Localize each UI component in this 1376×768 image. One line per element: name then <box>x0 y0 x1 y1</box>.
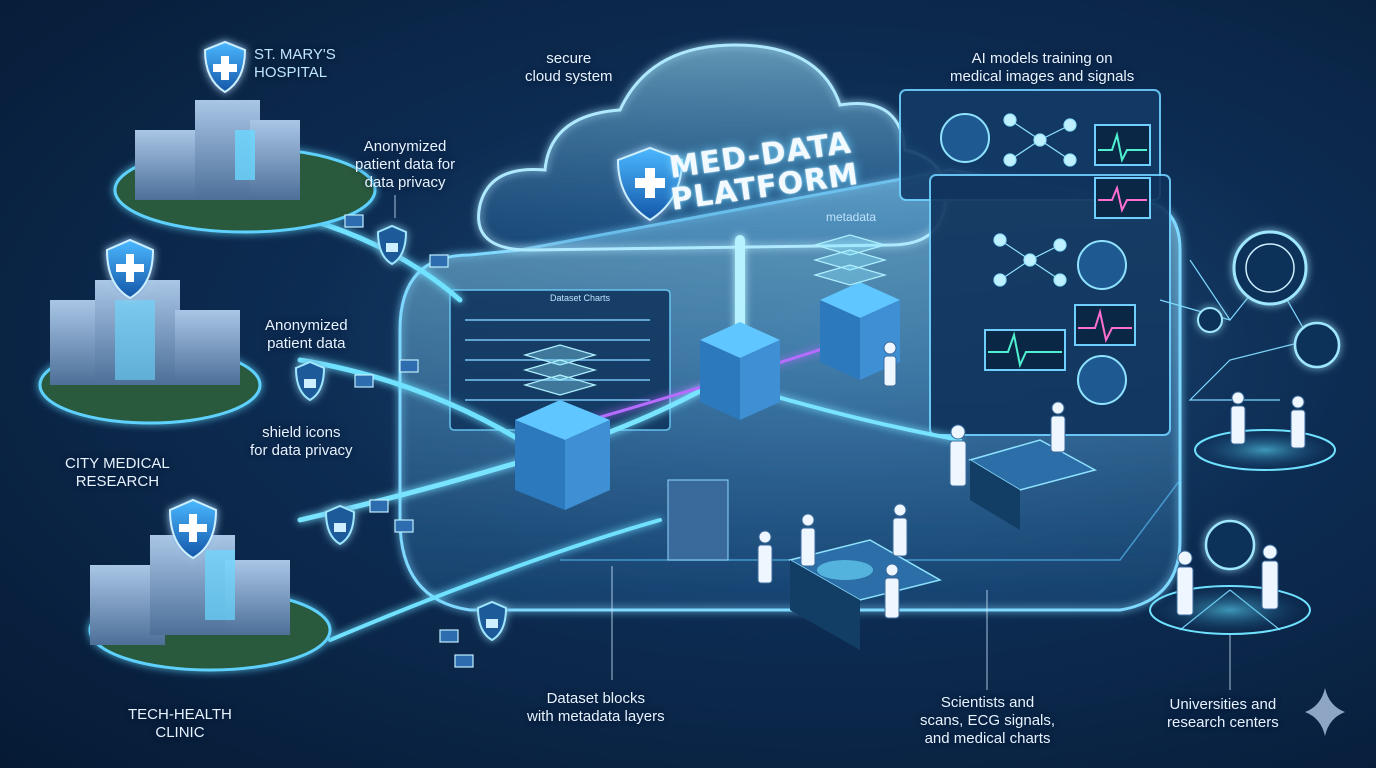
dataset-cube <box>515 282 900 561</box>
scientist-figures <box>757 341 1306 619</box>
cloud-shield-icon <box>616 146 684 222</box>
ecg-signal-icon <box>984 124 1151 371</box>
screen-header: Dataset Charts <box>550 293 611 303</box>
university-seal-icon <box>1197 230 1341 571</box>
leader-lines <box>394 195 1231 690</box>
workstation-table <box>788 439 1098 650</box>
lock-shield-icon <box>294 224 508 642</box>
hospital-building <box>50 100 300 645</box>
brain-scan-icon <box>940 113 1127 405</box>
ai-screen-panel <box>899 89 1171 436</box>
shield-cross-icon <box>105 40 247 560</box>
metadata-label: metadata <box>826 210 877 224</box>
sparkle-icon <box>1305 688 1345 736</box>
metadata-layers <box>522 234 888 396</box>
envelope-icon <box>344 214 474 668</box>
neural-network-icon <box>993 113 1077 287</box>
